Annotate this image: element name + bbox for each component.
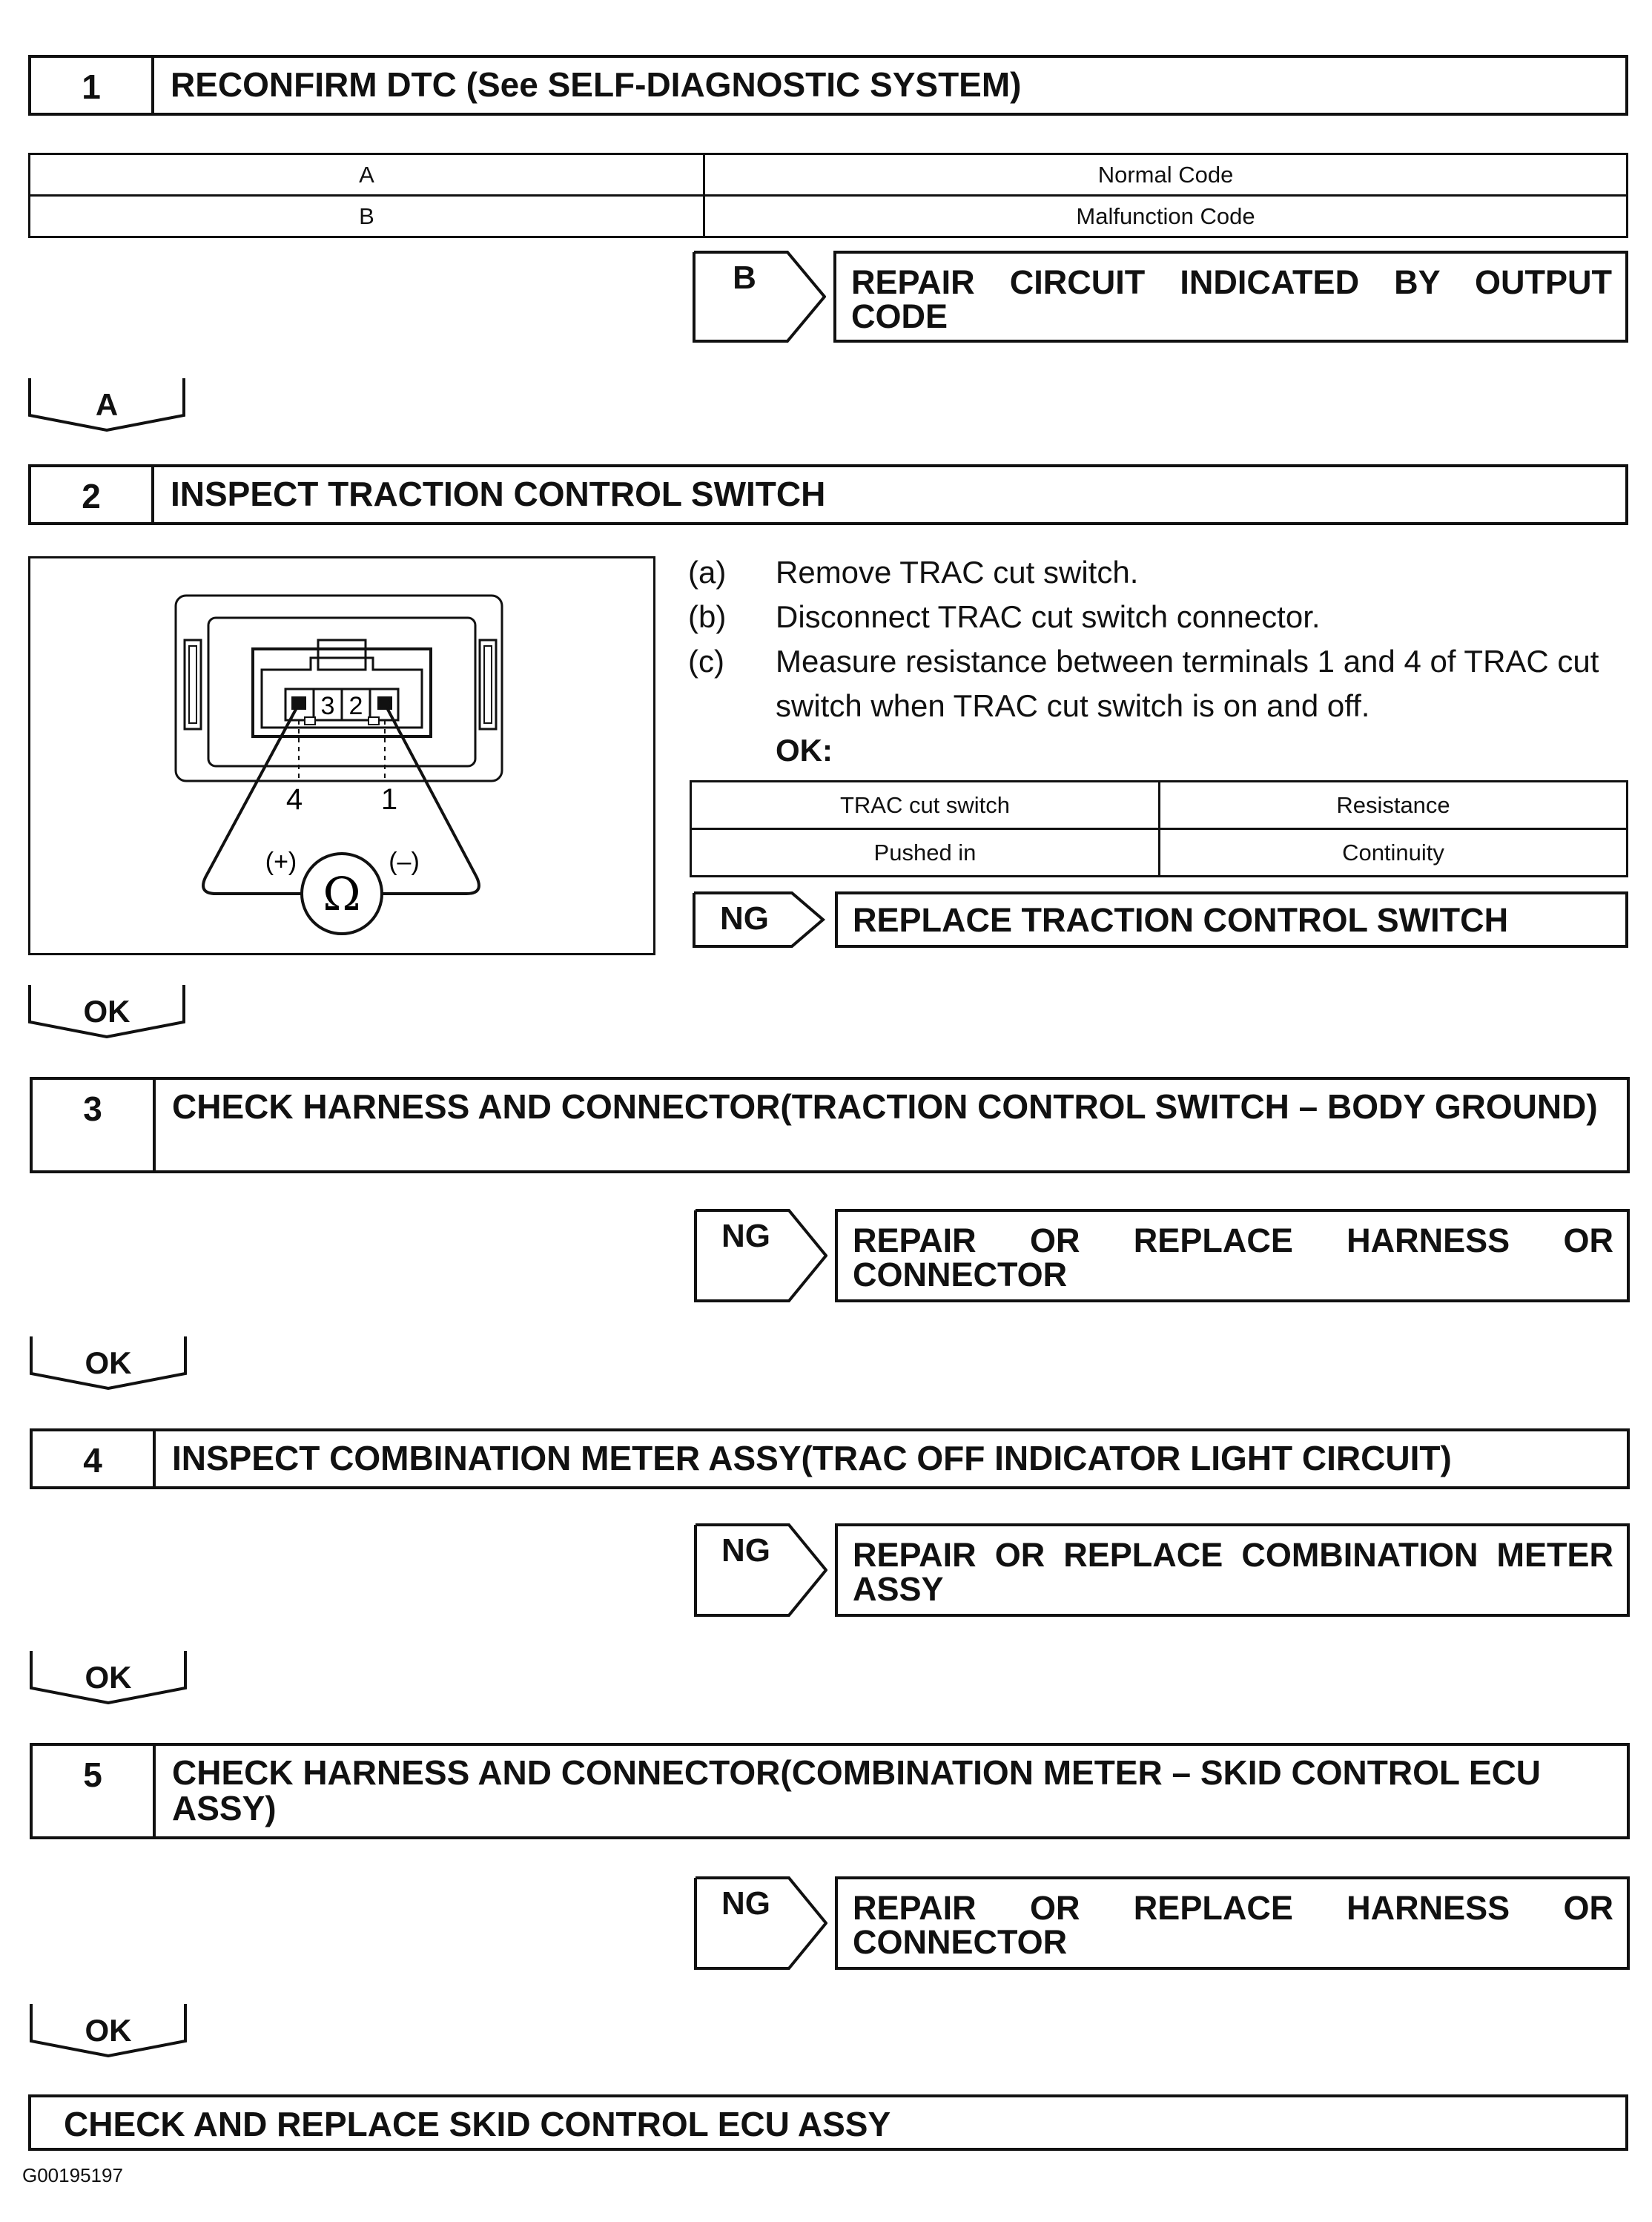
step-title: INSPECT COMBINATION METER ASSY(TRAC OFF …: [172, 1439, 1452, 1477]
dtc-key: B: [28, 194, 705, 238]
outcome-action-box: REPAIR CIRCUIT INDICATED BY OUTPUT CODE: [833, 251, 1628, 343]
outcome-action-box: REPLACE TRACTION CONTROL SWITCH: [835, 891, 1628, 948]
outcome-arrow-ng[interactable]: NG: [694, 1523, 827, 1617]
connector-diagram: 3 2 4 1 Ω (+) (–): [28, 556, 655, 955]
instruction-text: Disconnect TRAC cut switch connector.: [776, 599, 1321, 634]
figure-code: G00195197: [22, 2164, 123, 2186]
outcome-arrow-ng[interactable]: NG: [693, 891, 826, 948]
outcome-tag-label: NG: [721, 1885, 770, 1922]
instruction-text: Measure resistance between terminals 1 a…: [776, 644, 1599, 723]
flow-pointer-ok[interactable]: OK: [28, 983, 185, 1038]
dtc-key: A: [28, 153, 705, 197]
step-title: CHECK HARNESS AND CONNECTOR(TRACTION CON…: [172, 1087, 1598, 1126]
outcome-action-box: REPAIR OR REPLACE COMBINATION METER ASSY: [835, 1523, 1630, 1617]
polarity-plus: (+): [265, 848, 297, 876]
step-number: 3: [33, 1080, 156, 1170]
outcome-action-box: REPAIR OR REPLACE HARNESS OR CONNECTOR: [835, 1209, 1630, 1302]
instruction-item: (c) Measure resistance between terminals…: [688, 639, 1628, 728]
polarity-minus: (–): [389, 848, 420, 876]
outcome-tag-label: B: [733, 260, 756, 296]
arrow-tag-shape: [694, 1209, 827, 1302]
step-1-header: 1 RECONFIRM DTC (See SELF-DIAGNOSTIC SYS…: [28, 55, 1628, 116]
arrow-tag-shape: [694, 1876, 827, 1970]
arrow-tag-shape: [693, 891, 826, 948]
pin-label: 2: [349, 692, 363, 720]
step-number: 5: [33, 1746, 156, 1836]
instruction-key: (b): [688, 599, 727, 634]
outcome-tag-label: NG: [720, 900, 769, 937]
pin-label: 1: [381, 783, 397, 816]
final-action-box: CHECK AND REPLACE SKID CONTROL ECU ASSY: [28, 2094, 1628, 2151]
pin-label: 3: [321, 692, 335, 720]
flow-pointer-ok[interactable]: OK: [30, 1649, 187, 1704]
down-pointer-shape: [30, 1336, 187, 1390]
final-action-title: CHECK AND REPLACE SKID CONTROL ECU ASSY: [64, 2105, 891, 2143]
down-pointer-shape: [28, 985, 185, 1038]
step-4-header: 4 INSPECT COMBINATION METER ASSY(TRAC OF…: [30, 1428, 1630, 1489]
pointer-label: OK: [85, 2013, 132, 2048]
down-pointer-shape: [28, 378, 185, 432]
pin-label: 4: [286, 783, 303, 816]
instruction-key: (a): [688, 555, 727, 590]
instruction-item: (a) Remove TRAC cut switch.: [688, 550, 1628, 595]
ohm-symbol: Ω: [323, 867, 360, 921]
ok-spec-row: OK:: [688, 728, 1628, 773]
outcome-action-box: REPAIR OR REPLACE HARNESS OR CONNECTOR: [835, 1876, 1630, 1970]
arrow-tag-shape: [693, 251, 826, 343]
step-title: CHECK HARNESS AND CONNECTOR(COMBINATION …: [172, 1753, 1542, 1827]
instruction-item: (b) Disconnect TRAC cut switch connector…: [688, 595, 1628, 639]
outcome-tag-label: NG: [721, 1218, 770, 1254]
pointer-label: OK: [83, 994, 130, 1029]
flow-pointer-a[interactable]: A: [28, 377, 185, 432]
arrow-tag-shape: [694, 1523, 827, 1617]
pointer-label: OK: [85, 1660, 132, 1695]
instruction-text: Remove TRAC cut switch.: [776, 555, 1139, 590]
spec-cell: Continuity: [1158, 828, 1628, 877]
pointer-label: A: [95, 387, 119, 422]
instruction-list: (a) Remove TRAC cut switch. (b) Disconne…: [688, 550, 1628, 773]
pointer-label: OK: [85, 1345, 132, 1380]
instruction-key: (c): [688, 644, 724, 679]
spec-header: Resistance: [1158, 780, 1628, 830]
flow-pointer-ok[interactable]: OK: [30, 2002, 187, 2057]
outcome-arrow-ng[interactable]: NG: [694, 1209, 827, 1302]
spec-cell: Pushed in: [690, 828, 1160, 877]
ok-spec-label: OK:: [776, 733, 833, 768]
outcome-arrow-ng[interactable]: NG: [694, 1876, 827, 1970]
step-2-header: 2 INSPECT TRACTION CONTROL SWITCH: [28, 464, 1628, 525]
outcome-arrow-b[interactable]: B: [693, 251, 826, 343]
down-pointer-shape: [30, 1651, 187, 1704]
step-number: 4: [33, 1431, 156, 1486]
down-pointer-shape: [30, 2004, 187, 2057]
flow-pointer-ok[interactable]: OK: [30, 1335, 187, 1390]
switch-connector-svg: 3 2 4 1 Ω (+) (–): [174, 594, 503, 935]
step-title: RECONFIRM DTC (See SELF-DIAGNOSTIC SYSTE…: [171, 65, 1022, 104]
outcome-tag-label: NG: [721, 1532, 770, 1569]
step-number: 2: [31, 467, 154, 522]
step-5-header: 5 CHECK HARNESS AND CONNECTOR(COMBINATIO…: [30, 1743, 1630, 1839]
step-title: INSPECT TRACTION CONTROL SWITCH: [171, 475, 826, 513]
step-number: 1: [31, 58, 154, 113]
resistance-spec-table: TRAC cut switch Resistance Pushed in Con…: [690, 780, 1628, 877]
dtc-value: Normal Code: [703, 153, 1628, 197]
step-3-header: 3 CHECK HARNESS AND CONNECTOR(TRACTION C…: [30, 1077, 1630, 1173]
spec-header: TRAC cut switch: [690, 780, 1160, 830]
dtc-value: Malfunction Code: [703, 194, 1628, 238]
dtc-result-table: A Normal Code B Malfunction Code: [28, 153, 1628, 238]
